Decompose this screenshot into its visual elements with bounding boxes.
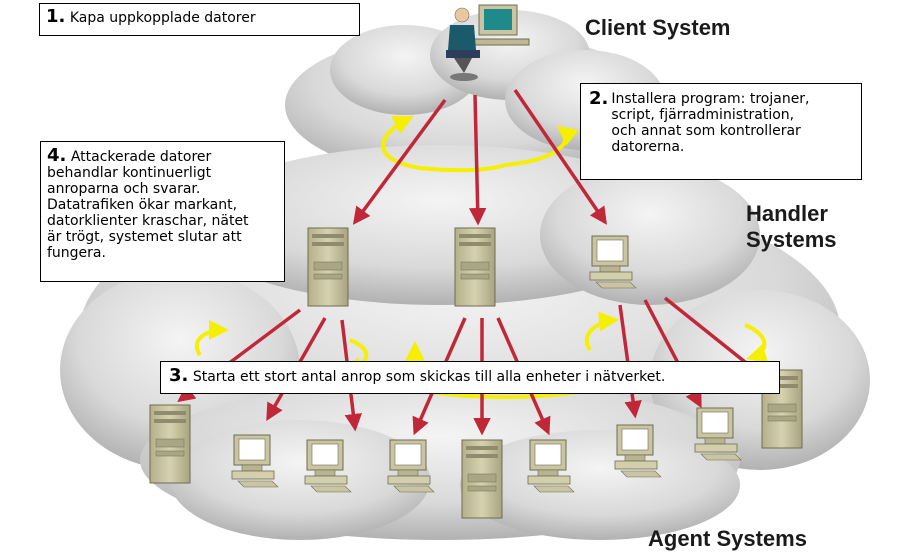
handler-systems-label: Handler Systems (746, 201, 837, 252)
agent-systems-label: Agent Systems (648, 526, 807, 551)
step-4-number: 4. (47, 145, 67, 166)
step-2-number: 2. (589, 88, 609, 109)
step-1-box: 1. Kapa uppkopplade datorer (39, 3, 360, 36)
step-1-number: 1. (46, 6, 66, 27)
step-4-text: Attackerade datorer behandlar kontinuerl… (47, 149, 249, 261)
agent-tower-icon-1 (149, 404, 191, 484)
step-3-number: 3. (169, 365, 189, 386)
client-user-icon (446, 4, 530, 81)
step-3-text: Starta ett stort antal anrop som skickas… (192, 369, 666, 385)
step-3-box: 3. Starta ett stort antal anrop som skic… (160, 361, 780, 394)
step-4-box: 4. Attackerade datorer behandlar kontinu… (40, 141, 285, 282)
handler-tower-icon-2 (454, 227, 496, 307)
handler-tower-icon-1 (307, 227, 349, 307)
client-system-label: Client System (585, 15, 731, 40)
step-1-text: Kapa uppkopplade datorer (69, 10, 256, 26)
step-2-box: 2. Installera program: trojaner, script,… (580, 83, 862, 180)
agent-tower-icon-2 (461, 439, 503, 519)
step-2-text: Installera program: trojaner, script, fj… (611, 91, 810, 155)
